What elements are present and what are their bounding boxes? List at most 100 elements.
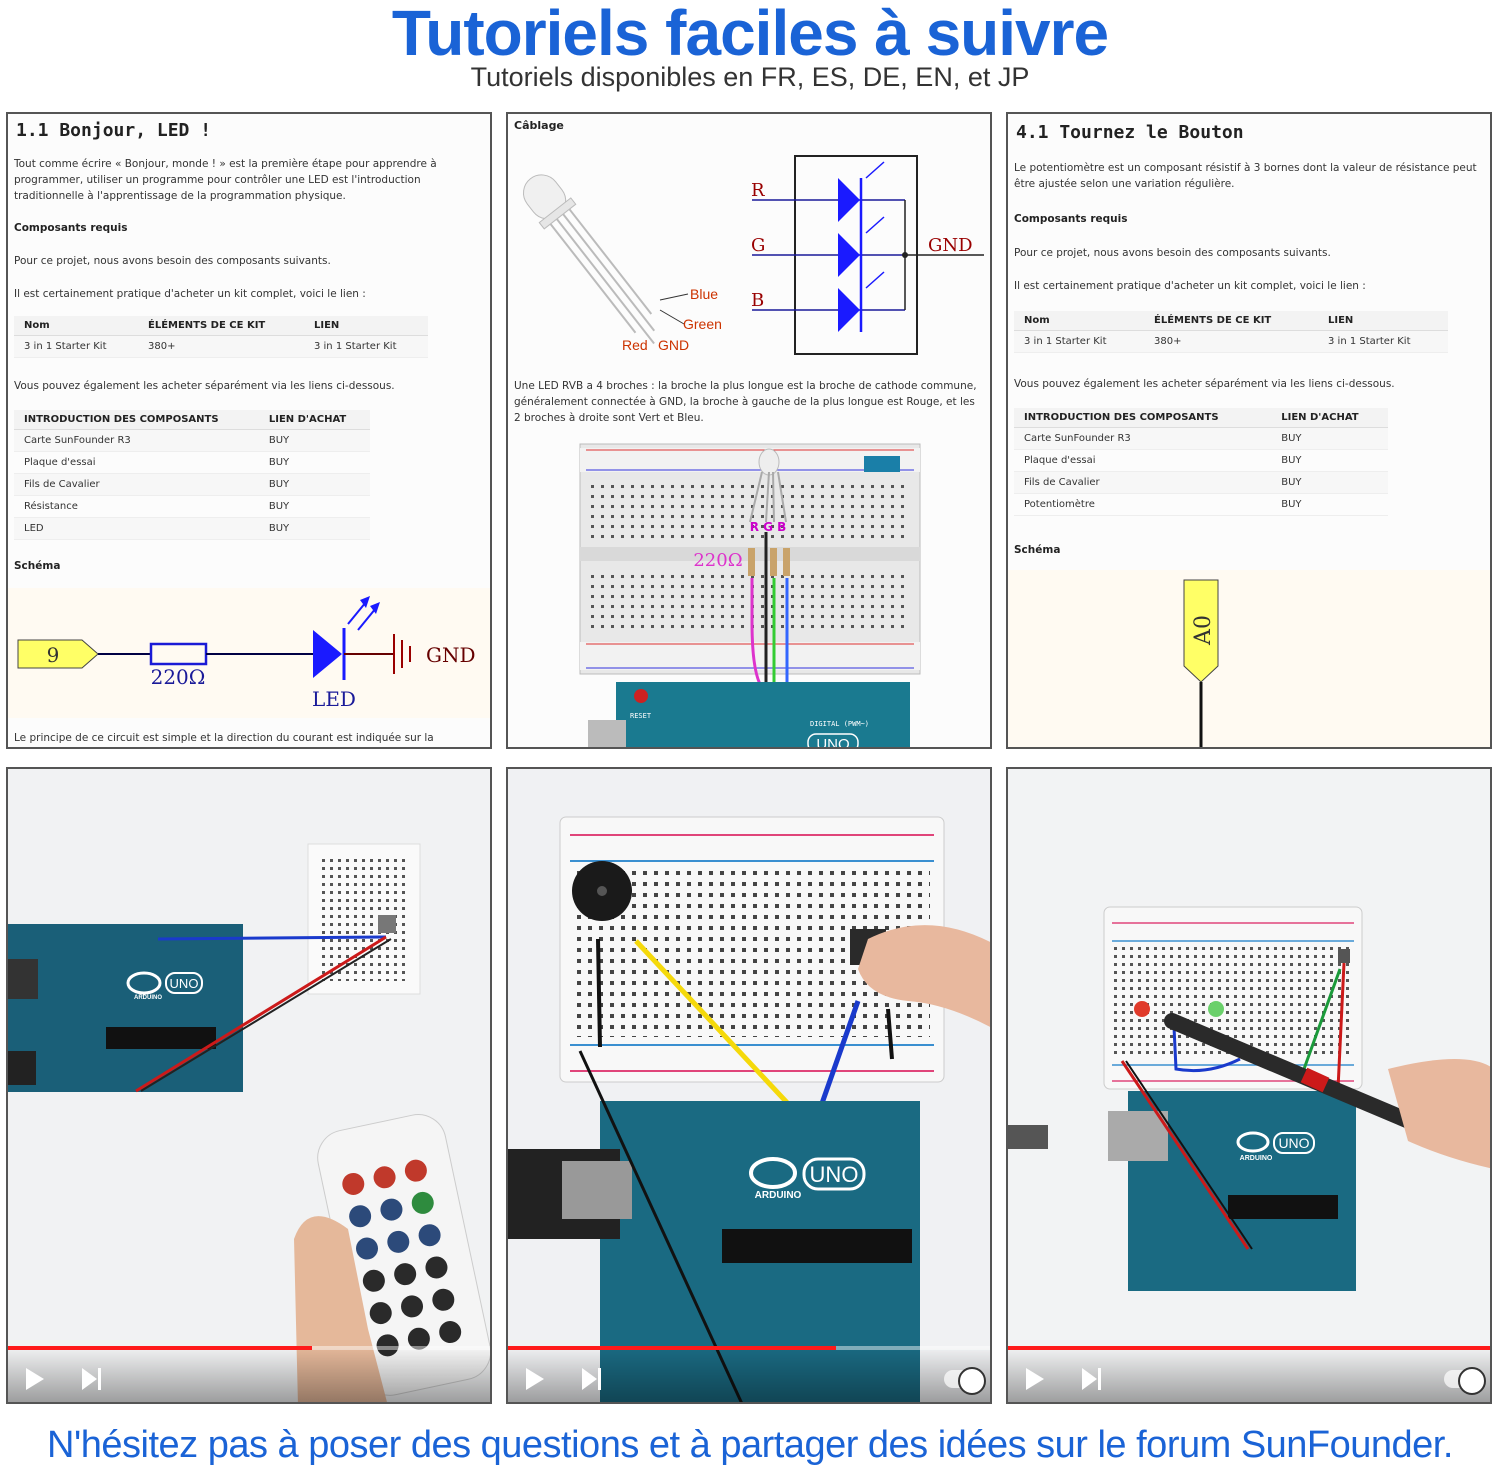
intro-text: Le potentiomètre est un composant résist… bbox=[1014, 162, 1477, 190]
part-link[interactable]: Plaque d'essai bbox=[14, 451, 259, 474]
arduino-label: ARDUINO bbox=[1240, 1155, 1273, 1162]
part-link[interactable]: Fils de Cavalier bbox=[1014, 471, 1272, 494]
tutorial-panel-rgb: Câblage Blue Green Red GND R G bbox=[506, 112, 992, 749]
parts-col-link: LIEN D'ACHAT bbox=[258, 410, 370, 430]
part-link[interactable]: Potentiomètre bbox=[1014, 493, 1272, 516]
buy-link[interactable]: BUY bbox=[258, 495, 370, 518]
kit-col-link: LIEN bbox=[1318, 311, 1448, 331]
parts-col-intro: INTRODUCTION DES COMPOSANTS bbox=[14, 410, 259, 430]
part-link[interactable]: Résistance bbox=[14, 495, 259, 518]
video-frame: UNO ARDUINO bbox=[1008, 769, 1490, 1402]
kit-items: 380+ bbox=[137, 335, 304, 358]
kit-col-name: Nom bbox=[14, 316, 138, 336]
red-pin-label: Red bbox=[622, 337, 648, 353]
video-player-potentiometer[interactable]: UNO ARDUINO bbox=[1006, 767, 1492, 1404]
progress-bar[interactable] bbox=[1008, 1346, 1490, 1350]
digital-label: DIGITAL (PWM~) bbox=[810, 720, 869, 728]
reset-label: RESET bbox=[630, 712, 652, 720]
wiring-heading: Câblage bbox=[514, 119, 564, 132]
tutorial-panel-led: 1.1 Bonjour, LED ! Tout comme écrire « B… bbox=[6, 112, 492, 749]
kit-text: Il est certainement pratique d'acheter u… bbox=[1014, 280, 1366, 292]
buy-link[interactable]: BUY bbox=[258, 451, 370, 474]
kit-col-items: ÉLÉMENTS DE CE KIT bbox=[1143, 311, 1318, 331]
uno-label: UNO bbox=[816, 736, 849, 749]
rgb-pins-label: R G B bbox=[750, 520, 787, 534]
pin-label: 9 bbox=[47, 643, 60, 667]
next-icon[interactable] bbox=[82, 1368, 104, 1390]
table-row: 3 in 1 Starter Kit 380+ 3 in 1 Starter K… bbox=[1014, 330, 1448, 353]
part-link[interactable]: Carte SunFounder R3 bbox=[14, 429, 259, 452]
autoplay-toggle-icon[interactable] bbox=[944, 1367, 986, 1395]
buy-link[interactable]: BUY bbox=[1271, 449, 1388, 472]
blue-pin-label: Blue bbox=[690, 286, 718, 302]
rgb-description: Une LED RVB a 4 broches : la broche la p… bbox=[514, 380, 977, 424]
kit-col-link: LIEN bbox=[303, 316, 428, 336]
tutorial-title: 1.1 Bonjour, LED ! bbox=[16, 120, 212, 141]
parts-col-link: LIEN D'ACHAT bbox=[1271, 408, 1388, 428]
intro-text: Tout comme écrire « Bonjour, monde ! » e… bbox=[14, 158, 437, 202]
part-link[interactable]: Plaque d'essai bbox=[1014, 449, 1272, 472]
schema-heading: Schéma bbox=[14, 560, 61, 572]
parts-table: INTRODUCTION DES COMPOSANTS LIEN D'ACHAT… bbox=[1014, 408, 1388, 516]
need-text: Pour ce projet, nous avons besoin des co… bbox=[1014, 247, 1331, 259]
autoplay-toggle-icon[interactable] bbox=[1444, 1367, 1486, 1395]
next-icon[interactable] bbox=[1082, 1368, 1104, 1390]
buy-link[interactable]: BUY bbox=[1271, 427, 1388, 450]
components-heading: Composants requis bbox=[1014, 213, 1128, 225]
resistor-label: 220Ω bbox=[151, 665, 206, 689]
page-subtitle: Tutoriels disponibles en FR, ES, DE, EN,… bbox=[470, 62, 1030, 92]
parts-table: INTRODUCTION DES COMPOSANTS LIEN D'ACHAT… bbox=[14, 410, 370, 540]
part-link[interactable]: Carte SunFounder R3 bbox=[1014, 427, 1272, 450]
separate-text: Vous pouvez également les acheter séparé… bbox=[14, 380, 395, 392]
kit-name: 3 in 1 Starter Kit bbox=[14, 335, 138, 358]
arduino-label: ARDUINO bbox=[134, 995, 162, 1001]
need-text: Pour ce projet, nous avons besoin des co… bbox=[14, 255, 331, 267]
gnd-label: GND bbox=[928, 235, 973, 256]
play-icon[interactable] bbox=[526, 1368, 544, 1390]
led-schematic: 9 220Ω LED GND bbox=[8, 588, 490, 718]
table-row: 3 in 1 Starter Kit 380+ 3 in 1 Starter K… bbox=[14, 335, 428, 358]
buy-link[interactable]: BUY bbox=[1271, 471, 1388, 494]
kit-link[interactable]: 3 in 1 Starter Kit bbox=[303, 335, 428, 358]
play-icon[interactable] bbox=[26, 1368, 44, 1390]
tutorial-title: 4.1 Tournez le Bouton bbox=[1016, 122, 1244, 143]
breadboard-diagram: R G B 220Ω RESET DIGITAL (PWM~) UNO bbox=[579, 443, 921, 749]
video-controls bbox=[508, 1347, 990, 1402]
gnd-label: GND bbox=[426, 643, 476, 667]
parts-col-intro: INTRODUCTION DES COMPOSANTS bbox=[1014, 408, 1272, 428]
video-player-ir-remote[interactable]: UNO ARDUINO bbox=[6, 767, 492, 1404]
circuit-text: Le principe de ce circuit est simple et … bbox=[14, 732, 434, 744]
buy-link[interactable]: BUY bbox=[1271, 493, 1388, 516]
bb-resistor-label: 220Ω bbox=[693, 550, 742, 571]
led-label: LED bbox=[312, 687, 356, 711]
video-frame: UNO ARDUINO bbox=[8, 769, 490, 1402]
components-heading: Composants requis bbox=[14, 222, 128, 234]
gnd-pin-label: GND bbox=[658, 337, 689, 353]
buy-link[interactable]: BUY bbox=[258, 517, 370, 540]
page-title: Tutoriels faciles à suivre bbox=[391, 0, 1109, 69]
r-label: R bbox=[751, 180, 765, 201]
kit-items: 380+ bbox=[1143, 330, 1318, 353]
play-icon[interactable] bbox=[1026, 1368, 1044, 1390]
progress-bar[interactable] bbox=[508, 1346, 836, 1350]
next-icon[interactable] bbox=[582, 1368, 604, 1390]
buy-link[interactable]: BUY bbox=[258, 429, 370, 452]
kit-text: Il est certainement pratique d'acheter u… bbox=[14, 288, 366, 300]
part-link[interactable]: LED bbox=[14, 517, 259, 540]
part-link[interactable]: Fils de Cavalier bbox=[14, 473, 259, 496]
buy-link[interactable]: BUY bbox=[258, 473, 370, 496]
kit-link[interactable]: 3 in 1 Starter Kit bbox=[1318, 330, 1448, 353]
rgb-led-diagram: Blue Green Red GND R G B GND bbox=[522, 155, 984, 355]
arduino-label: ARDUINO bbox=[755, 1190, 802, 1201]
video-player-buzzer[interactable]: UNO ARDUINO bbox=[506, 767, 992, 1404]
progress-bar[interactable] bbox=[8, 1346, 312, 1350]
tutorial-panel-potentiometer: 4.1 Tournez le Bouton Le potentiomètre e… bbox=[1006, 112, 1492, 749]
